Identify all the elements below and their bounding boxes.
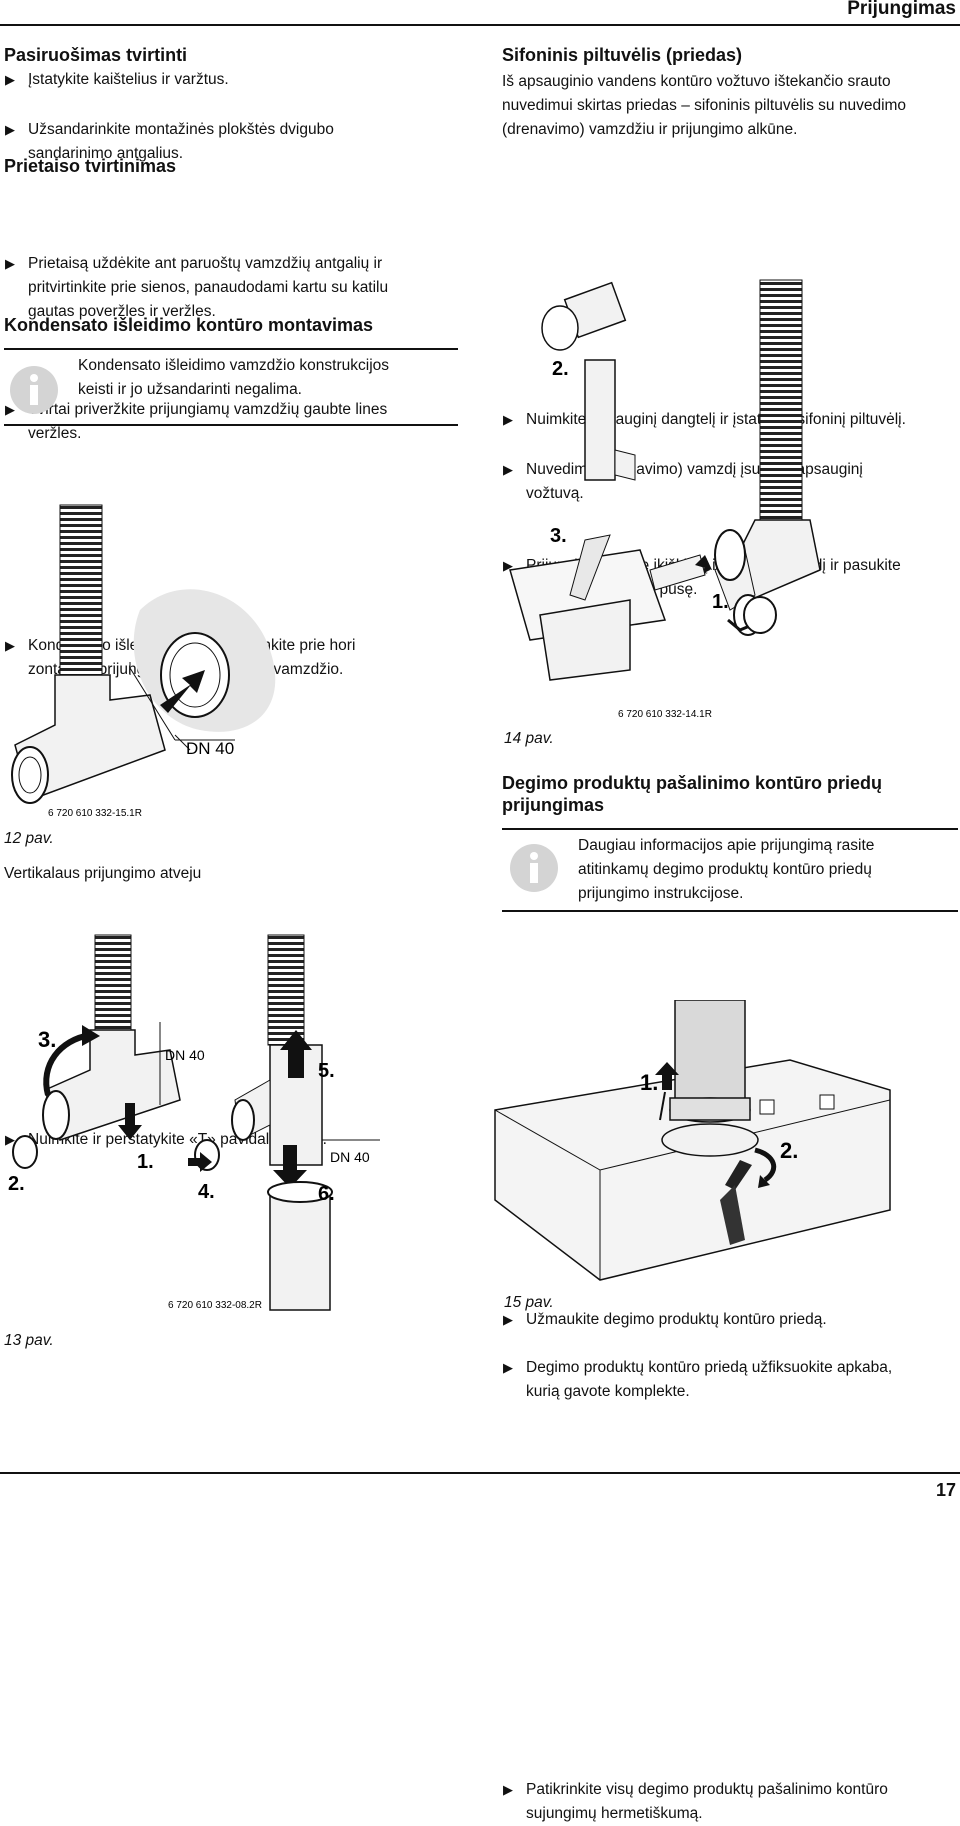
- bullet-item: ▶ Nuimkite apsauginį dangtelį ir įstatyk…: [502, 408, 960, 432]
- figure-caption: 14 pav.: [504, 730, 554, 747]
- bullet-arrow-icon: ▶: [5, 402, 15, 417]
- info-rule-bottom: [502, 910, 958, 912]
- section-title: Prijungimas: [847, 0, 956, 19]
- bullet-arrow-icon: ▶: [5, 122, 15, 137]
- bullet-text: Užsandarinkite montažinės plokštės dvigu…: [28, 121, 334, 138]
- info-rule-top: [4, 348, 458, 350]
- dn-label: DN 40: [186, 739, 234, 758]
- figure-code: 6 720 610 332-14.1R: [618, 709, 712, 720]
- heading-flue: Degimo produktų pašalinimo kontūro pried…: [502, 772, 958, 816]
- bullet-text: pritvirtinkite prie sienos, panaudodami …: [28, 279, 389, 296]
- step-number: 6.: [318, 1183, 335, 1205]
- heading-line: Degimo produktų pašalinimo kontūro pried…: [502, 773, 883, 793]
- info-note: Daugiau informacijos apie prijungimą ras…: [578, 834, 958, 906]
- step-number: 2.: [8, 1173, 25, 1195]
- bullet-arrow-icon: ▶: [503, 412, 513, 427]
- info-text: Kondensato išleidimo vamzdžio konstrukci…: [78, 357, 390, 374]
- step-number: 2.: [780, 1138, 798, 1163]
- header-rule: [0, 24, 960, 26]
- figure-code: 6 720 610 332-15.1R: [48, 808, 142, 819]
- step-number: 2.: [552, 358, 569, 380]
- heading-line: prijungimas: [502, 795, 605, 815]
- siphon-paragraph: Iš apsauginio vandens kontūro vožtuvo iš…: [502, 70, 958, 142]
- figure-13: DN 40 3. 1. 2. DN 40 5. 4. 6. 6 720 610 …: [8, 934, 380, 1311]
- step-number: 1.: [712, 591, 729, 613]
- bullet-text: Patikrinkite visų degimo produktų pašali…: [526, 1781, 888, 1798]
- dn-label: DN 40: [330, 1149, 370, 1165]
- bullet-item: ▶ Užmaukite degimo produktų kontūro prie…: [502, 1308, 960, 1332]
- heading-siphon: Sifoninis piltuvėlis (priedas): [502, 45, 743, 65]
- bullet-arrow-icon: ▶: [5, 256, 15, 271]
- bullet-text: gautas poveržles ir veržles.: [28, 303, 216, 320]
- bullet-arrow-icon: ▶: [503, 1782, 513, 1797]
- step-number: 4.: [198, 1181, 215, 1203]
- bullet-text: Nuimkite apsauginį dangtelį ir įstatykit…: [526, 411, 906, 428]
- paragraph-line: Iš apsauginio vandens kontūro vožtuvo iš…: [502, 73, 891, 90]
- bullet-text: Nuimkite ir perstatykite «T» pavidalo tr…: [28, 1131, 327, 1148]
- bullet-text: Užmaukite degimo produktų kontūro priedą…: [526, 1311, 827, 1328]
- step-number: 3.: [550, 525, 567, 547]
- bullet-item: ▶ Degimo produktų kontūro priedą užfiksu…: [502, 1356, 960, 1404]
- bullet-item: ▶ Įstatykite kaištelius ir varžtus.: [4, 68, 478, 92]
- info-text: atitinkamų degimo produktų kontūro pried…: [578, 861, 872, 878]
- bullet-item: ▶ Patikrinkite visų degimo produktų paša…: [502, 1778, 960, 1826]
- bullet-text: Tvirtai priveržkite prijungiamų vamzdžių…: [28, 401, 388, 418]
- page-number: 17: [935, 1480, 956, 1500]
- bullet-arrow-icon: ▶: [5, 1132, 15, 1147]
- info-note: Kondensato išleidimo vamzdžio konstrukci…: [78, 354, 458, 402]
- heading-condensate: Kondensato išleidimo kontūro montavimas: [4, 315, 374, 335]
- figure-14: 2. 3. 1. 6 720 610 332-14.1R: [509, 279, 821, 720]
- info-rule-bottom: [4, 424, 458, 426]
- bullet-item: ▶ Užsandarinkite montažinės plokštės dvi…: [4, 118, 478, 166]
- info-rule-top: [502, 828, 958, 830]
- info-icon: [510, 844, 558, 892]
- figure-12: DN 40 6 720 610 332-15.1R: [11, 504, 276, 819]
- info-icon: [10, 366, 58, 414]
- bullet-arrow-icon: ▶: [503, 558, 513, 573]
- bullet-text: sandarinimo antgalius.: [28, 145, 184, 162]
- bullet-text: kurią gavote komplekte.: [526, 1383, 690, 1400]
- bullet-arrow-icon: ▶: [5, 638, 15, 653]
- bullet-item: ▶ Prietaisą uždėkite ant paruoštų vamzdž…: [4, 252, 488, 324]
- step-number: 3.: [38, 1027, 56, 1052]
- heading-device-mounting: Prietaiso tvirtinimas: [4, 156, 177, 176]
- figure-caption: 15 pav.: [504, 1294, 554, 1311]
- step-number: 1.: [137, 1151, 154, 1173]
- figure-15: 1. 2.: [494, 1000, 891, 1281]
- step-number: 1.: [640, 1070, 658, 1095]
- bullet-text: Degimo produktų kontūro priedą užfiksuok…: [526, 1359, 893, 1376]
- paragraph-line: nuvedimui skirtas priedas – sifoninis pi…: [502, 97, 907, 114]
- vertical-title: Vertikalaus prijungimo atveju: [4, 865, 202, 882]
- figure-caption: 13 pav.: [4, 1332, 54, 1349]
- info-text: Daugiau informacijos apie prijungimą ras…: [578, 837, 875, 854]
- info-text: prijungimo instrukcijose.: [578, 885, 744, 902]
- bullet-arrow-icon: ▶: [503, 1360, 513, 1375]
- bullet-arrow-icon: ▶: [5, 72, 15, 87]
- bullet-text: Prietaisą uždėkite ant paruoštų vamzdžių…: [28, 255, 383, 272]
- bullet-text: Įstatykite kaištelius ir varžtus.: [28, 71, 229, 88]
- bullet-item: ▶ Nuimkite ir perstatykite «T» pavidalo …: [4, 1128, 488, 1152]
- bullet-item: ▶ Tvirtai priveržkite prijungiamų vamzdž…: [4, 398, 488, 446]
- paragraph-line: (drenavimo) vamzdžiu ir prijungimo alkūn…: [502, 121, 798, 138]
- step-number: 5.: [318, 1060, 335, 1082]
- bullet-text: sujungimų hermetiškumą.: [526, 1805, 703, 1822]
- figure-caption: 12 pav.: [4, 830, 54, 847]
- dn-label: DN 40: [165, 1047, 205, 1063]
- bullet-text: vožtuvą.: [526, 485, 584, 502]
- bullet-arrow-icon: ▶: [503, 1312, 513, 1327]
- info-text: keisti ir jo užsandarinti negalima.: [78, 381, 302, 398]
- bullet-arrow-icon: ▶: [503, 462, 513, 477]
- bullet-text: veržles.: [28, 425, 82, 442]
- footer-rule: [0, 1472, 960, 1474]
- heading-mounting-prep: Pasiruošimas tvirtinti: [4, 45, 188, 65]
- figure-code: 6 720 610 332-08.2R: [168, 1300, 262, 1311]
